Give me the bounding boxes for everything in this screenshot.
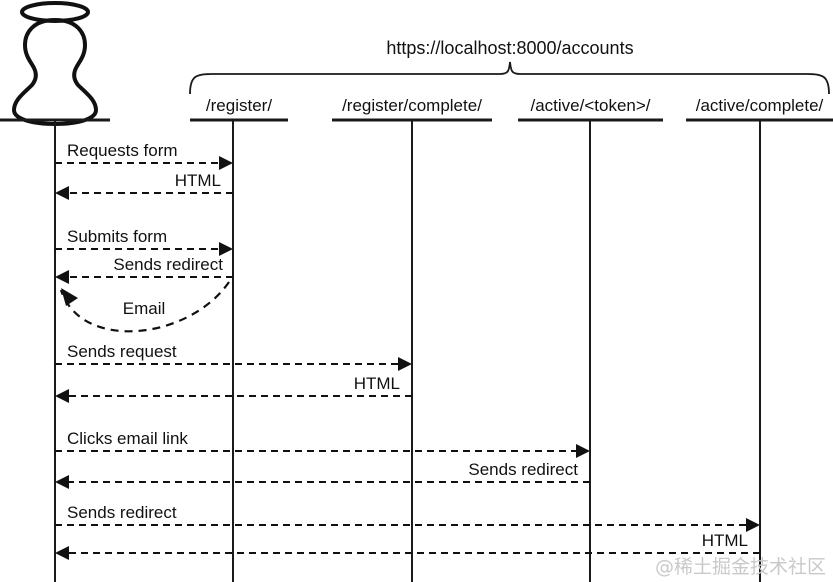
message-label-m2: HTML [175, 171, 221, 190]
lane-actor [0, 118, 110, 582]
user-actor-icon [11, 1, 99, 127]
message-label-m11: HTML [702, 531, 748, 550]
grouping-url-label: https://localhost:8000/accounts [386, 38, 633, 58]
message-label-m7: HTML [354, 374, 400, 393]
arrow-head-m3 [219, 242, 233, 256]
message-label-m1: Requests form [67, 141, 178, 160]
message-m4: Sends redirect [55, 255, 233, 284]
message-m9: Sends redirect [55, 460, 590, 489]
arrow-head-m5 [61, 288, 78, 306]
lane-label-active-complete: /active/complete/ [696, 96, 824, 115]
arrow-head-m8 [576, 444, 590, 458]
lane-label-register: /register/ [206, 96, 272, 115]
arrow-head-m1 [219, 156, 233, 170]
message-m11: HTML [55, 531, 760, 560]
message-m8: Clicks email link [55, 429, 590, 458]
arrow-head-m11 [55, 546, 69, 560]
message-m6: Sends request [55, 342, 412, 371]
message-label-m3: Submits form [67, 227, 167, 246]
arrow-head-m7 [55, 389, 69, 403]
message-label-m5: Email [123, 299, 166, 318]
lanes-group: /register/ /register/complete/ /active/<to… [0, 96, 833, 582]
message-m7: HTML [55, 374, 412, 403]
arrow-head-m4 [55, 270, 69, 284]
lane-register: /register/ [190, 96, 288, 582]
message-m1: Requests form [55, 141, 233, 170]
message-m2: HTML [55, 171, 233, 200]
lane-active-complete: /active/complete/ [686, 96, 833, 582]
lane-label-active-token: /active/<token>/ [530, 96, 650, 115]
lane-register-complete: /register/complete/ [332, 96, 492, 582]
lane-label-register-complete: /register/complete/ [342, 96, 482, 115]
message-m3: Submits form [55, 227, 233, 256]
arrow-head-m9 [55, 475, 69, 489]
message-label-m9: Sends redirect [468, 460, 578, 479]
message-m10: Sends redirect [55, 503, 760, 532]
lane-active-token: /active/<token>/ [518, 96, 663, 582]
arrow-head-m2 [55, 186, 69, 200]
arrow-head-m6 [398, 357, 412, 371]
watermark-label: @稀土掘金技术社区 [655, 556, 826, 578]
arrow-head-m10 [746, 518, 760, 532]
message-label-m6: Sends request [67, 342, 177, 361]
message-m5: Email [59, 281, 230, 333]
message-label-m4: Sends redirect [113, 255, 223, 274]
message-label-m10: Sends redirect [67, 503, 177, 522]
url-grouping-brace [189, 61, 830, 95]
message-label-m8: Clicks email link [67, 429, 188, 448]
